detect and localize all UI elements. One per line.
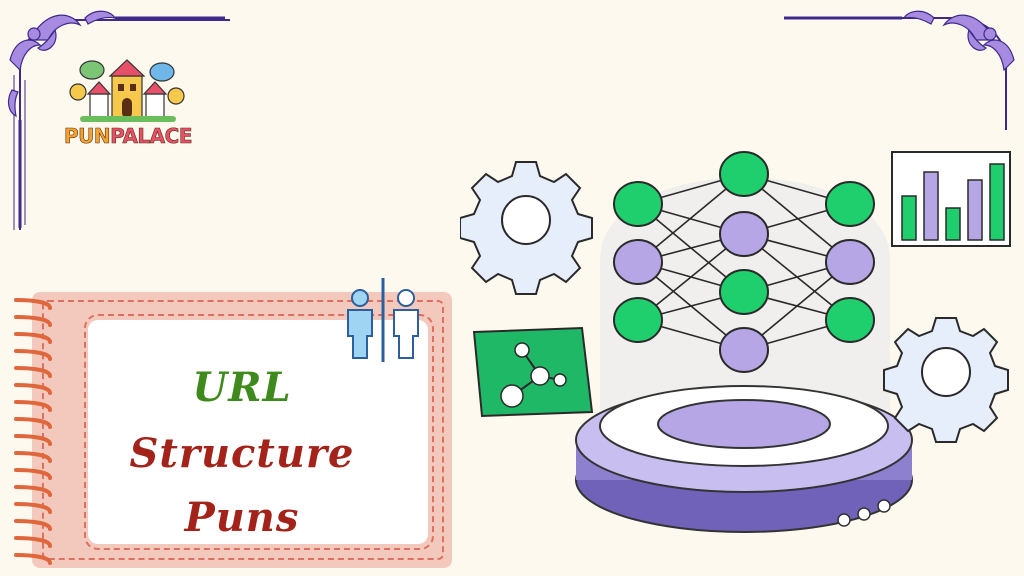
gear-icon [883, 317, 1009, 443]
bar-chart-icon [891, 151, 1011, 247]
gear-icon [460, 161, 593, 295]
spiral-binding-icon [14, 298, 52, 565]
node [719, 327, 769, 373]
ornament-corner-top-left-icon [7, 10, 230, 230]
molecule-icon [472, 326, 594, 418]
node [719, 269, 769, 315]
paper-dashed-border [84, 314, 434, 550]
card-dashed-border [42, 300, 444, 560]
brand-name: PUNPALACE [58, 124, 198, 149]
node [613, 297, 663, 343]
node [825, 297, 875, 343]
bar [923, 171, 939, 241]
node [613, 181, 663, 227]
bar [989, 163, 1005, 241]
bar [967, 179, 983, 241]
title-line-1: URL [192, 364, 292, 411]
brand-name-part-2: PALACE [110, 124, 193, 149]
node [719, 211, 769, 257]
castle-logo-icon [69, 59, 185, 122]
brand-logo[interactable]: PUNPALACE [58, 54, 198, 154]
node [613, 239, 663, 285]
node [825, 239, 875, 285]
title-line-3: Puns [184, 494, 300, 541]
brand-name-part-1: PUN [63, 124, 111, 149]
title-line-2-text: Structure [129, 430, 355, 477]
title-line-2: Structure [32, 430, 452, 477]
node [825, 181, 875, 227]
bar [901, 195, 917, 241]
platform-icon [575, 385, 913, 533]
bar [945, 207, 961, 241]
ornament-corner-top-right-icon [784, 10, 1015, 130]
node [719, 151, 769, 197]
card-paper [88, 320, 428, 544]
neural-network-illustration [460, 151, 1011, 533]
people-icon [347, 278, 419, 362]
